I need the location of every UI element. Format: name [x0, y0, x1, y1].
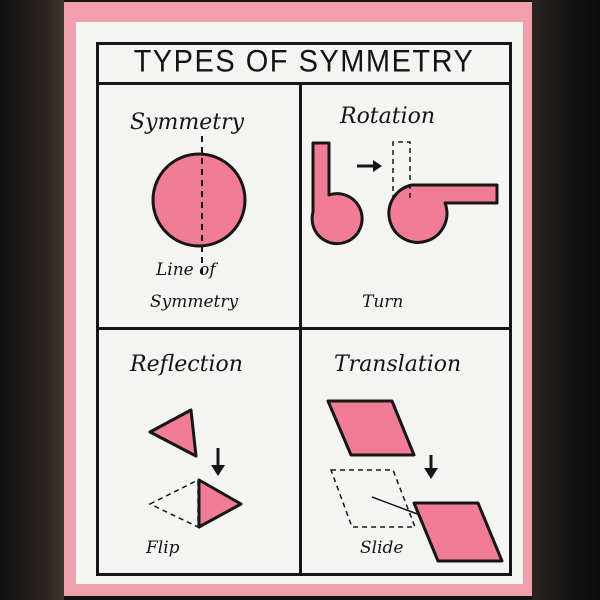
translation-ghost-parallelogram [329, 469, 417, 528]
symmetry-caption-line2: Symmetry [150, 292, 239, 312]
translation-moved-parallelogram [412, 501, 504, 563]
rotation-caption: Turn [362, 292, 404, 312]
rotation-arrow-head-icon [373, 160, 382, 172]
background-left [0, 0, 64, 600]
symmetry-heading: Symmetry [130, 110, 245, 135]
symmetric-circle [151, 152, 247, 248]
translation-slide-line [371, 496, 421, 516]
symmetry-caption-line1: Line of [156, 260, 216, 280]
translation-caption: Slide [360, 538, 404, 558]
rotation-ghost-outline [392, 141, 411, 200]
title-divider [96, 82, 512, 85]
rotation-heading: Rotation [340, 104, 436, 129]
reflection-ghost-triangle [148, 478, 199, 529]
rotation-original-shape [310, 141, 364, 246]
reflection-caption: Flip [146, 538, 180, 558]
reflection-original-triangle [148, 408, 198, 458]
poster-frame [96, 42, 512, 576]
reflection-heading: Reflection [130, 352, 243, 377]
translation-heading: Translation [334, 352, 462, 377]
background-right [532, 0, 600, 600]
reflection-arrow-head-icon [211, 465, 225, 476]
translation-arrow-head-icon [424, 468, 438, 479]
reflection-flipped-triangle [197, 478, 243, 529]
middle-divider [96, 327, 512, 330]
rotation-turned-shape [387, 183, 499, 244]
poster-title: TYPES OF SYMMETRY [133, 44, 475, 80]
translation-original-parallelogram [326, 399, 416, 457]
center-divider [299, 82, 302, 576]
